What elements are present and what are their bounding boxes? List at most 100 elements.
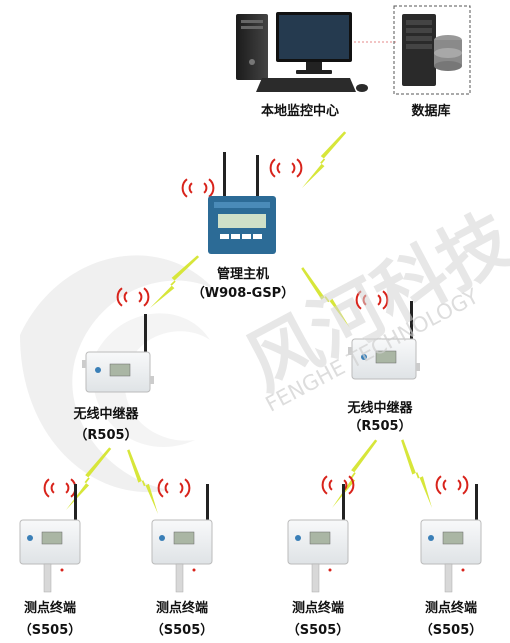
signal-waves [43,158,469,498]
server-icon [402,14,436,86]
display-screen [173,531,195,545]
signal-arc-icon [203,182,208,194]
host-name: 管理主机 [216,267,270,282]
monitor-icon [276,12,352,74]
lightning-bolt-icon [301,267,350,328]
signal-arc-icon [179,482,184,494]
terminal-device-3 [287,484,349,593]
signal-arc-icon [164,482,169,494]
lightning-bolt-icon [401,439,432,508]
antenna-icon [475,484,478,524]
signal-arc-icon [462,475,469,495]
database-icon [434,35,462,71]
signal-arc-icon [65,482,70,494]
signal-arc-icon [276,162,281,174]
watermark-swirl [20,255,215,493]
signal-arc-icon [435,475,442,495]
logo-icon [428,535,434,541]
repeater-2-model: （R505） [348,419,412,434]
antenna-icon [342,484,345,524]
antenna-icon [206,484,209,524]
status-led [328,568,332,572]
database-server [393,5,471,95]
signal-arc-icon [269,158,276,178]
terminal-1-model: （S505） [18,623,82,638]
display-screen [309,531,331,545]
repeater-1-name: 无线中继器 [73,407,139,422]
terminal-device-4 [420,484,482,593]
display-screen [442,531,464,545]
signal-arc-icon [181,178,188,198]
management-host-device [208,152,276,254]
signal-arc-icon [43,478,50,498]
logo-icon [95,367,101,373]
monitoring-center [236,12,368,92]
logo-icon [159,535,165,541]
mount-tab [150,376,154,384]
lightning-bolt-icon [127,449,158,514]
signal-arc-icon [328,479,333,491]
mount-tab [82,360,86,368]
antenna-icon [410,301,413,341]
signal-arc-icon [321,475,328,495]
display-screen [375,350,397,364]
database-label: 数据库 [411,104,451,119]
signal-arc-icon [442,479,447,491]
terminal-3-model: （S505） [286,623,350,638]
repeater-1-model: （R505） [74,428,138,443]
antenna-icon [74,484,77,524]
repeater-device-2 [348,301,420,380]
terminal-device-2 [151,484,213,593]
sensor-probe [444,563,453,593]
sensor-probe [175,563,184,593]
logo-icon [27,535,33,541]
antenna-icon [144,314,147,354]
terminal-1-name: 测点终端 [23,601,77,616]
lightning-bolt-icon [332,439,378,508]
terminal-3-name: 测点终端 [291,601,345,616]
keyboard-icon [256,78,368,92]
signal-arc-icon [296,158,303,178]
signal-arc-icon [157,478,164,498]
signal-arc-icon [143,287,150,307]
status-led [192,568,196,572]
terminal-2-model: （S505） [150,623,214,638]
logo-icon [361,354,367,360]
mount-tab [348,347,352,355]
computer-tower-icon [236,14,268,80]
status-led [60,568,64,572]
repeater-device-1 [82,314,154,393]
terminal-device-1 [19,484,81,593]
display-screen [109,363,131,377]
terminal-4-name: 测点终端 [424,601,478,616]
signal-arc-icon [291,162,296,174]
lightning-bolt-icon [150,255,200,308]
signal-arc-icon [362,294,367,306]
signal-arc-icon [50,482,55,494]
sensor-probe [43,563,52,593]
lightning-bolt-icon [302,131,347,188]
terminal-2-name: 测点终端 [155,601,209,616]
host-model: （W908-GSP） [191,286,295,301]
signal-arc-icon [116,287,123,307]
signal-arc-icon [123,291,128,303]
display-screen [41,531,63,545]
terminal-4-model: （S505） [419,623,483,638]
signal-arc-icon [138,291,143,303]
signal-arc-icon [457,479,462,491]
signal-arc-icon [382,290,389,310]
logo-icon [295,535,301,541]
mount-tab [416,363,420,371]
signal-arc-icon [377,294,382,306]
monitoring-center-label: 本地监控中心 [260,104,340,119]
wireless-links [66,131,432,514]
lightning-bolt-icon [66,447,112,510]
sensor-probe [311,563,320,593]
repeater-2-name: 无线中继器 [347,401,413,416]
signal-arc-icon [355,290,362,310]
signal-arc-icon [188,182,193,194]
signal-arc-icon [348,475,355,495]
signal-arc-icon [208,178,215,198]
signal-arc-icon [184,478,191,498]
